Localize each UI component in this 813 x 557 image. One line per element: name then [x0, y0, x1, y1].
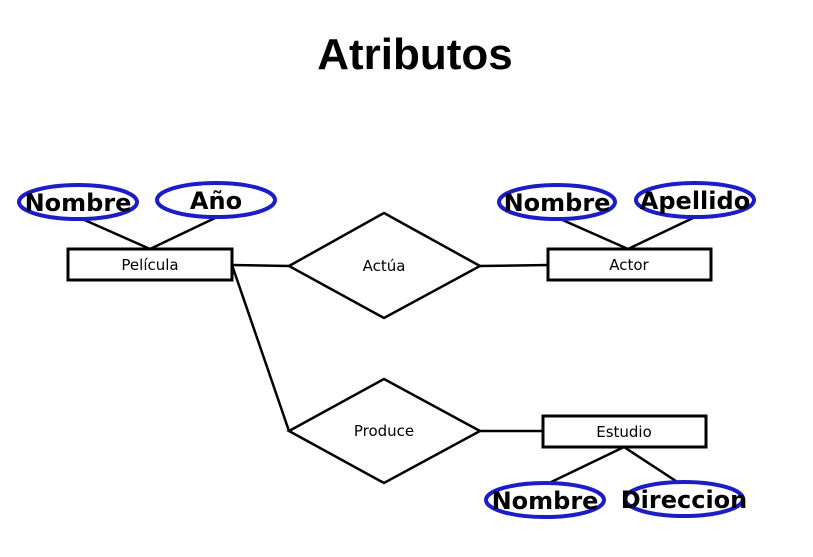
entity-actor: Actor [546, 247, 713, 282]
attribute-pelicula-nombre: Nombre [17, 183, 139, 221]
attribute-actor-apellido: Apellido [634, 181, 756, 219]
line-pelicula-anio [149, 216, 216, 251]
entity-actor-label: Actor [609, 256, 649, 274]
line-actor-apellido [627, 216, 694, 251]
attribute-estudio-direccion-label: Direccion [621, 486, 748, 514]
entity-estudio: Estudio [541, 414, 708, 449]
entity-pelicula-label: Película [121, 256, 178, 274]
relationship-produce-label: Produce [354, 422, 414, 440]
relationship-actua: Actúa [286, 211, 483, 320]
attribute-estudio-direccion: Direccion [621, 480, 748, 518]
line-estudio-nombre [544, 445, 625, 487]
attribute-actor-apellido-label: Apellido [640, 187, 750, 215]
entity-estudio-label: Estudio [596, 423, 652, 441]
line-pelicula-actua [231, 263, 290, 268]
entity-pelicula: Película [66, 247, 234, 282]
attribute-actor-nombre: Nombre [497, 183, 617, 221]
connector-lines [79, 216, 694, 487]
line-pelicula-nombre [79, 216, 151, 251]
line-actor-nombre [557, 216, 629, 251]
relationship-produce: Produce [286, 377, 483, 485]
relationship-actua-label: Actúa [363, 257, 406, 275]
slide-title: Atributos [317, 30, 513, 79]
attribute-pelicula-anio: Año [155, 181, 277, 219]
line-estudio-direccion [623, 445, 683, 487]
attribute-estudio-nombre: Nombre [484, 481, 606, 519]
attribute-estudio-nombre-label: Nombre [492, 487, 599, 515]
line-pelicula-produce [230, 264, 291, 432]
attribute-actor-nombre-label: Nombre [504, 189, 611, 217]
attribute-pelicula-nombre-label: Nombre [25, 189, 132, 217]
attribute-pelicula-anio-label: Año [190, 187, 242, 215]
line-actua-actor [479, 263, 549, 268]
